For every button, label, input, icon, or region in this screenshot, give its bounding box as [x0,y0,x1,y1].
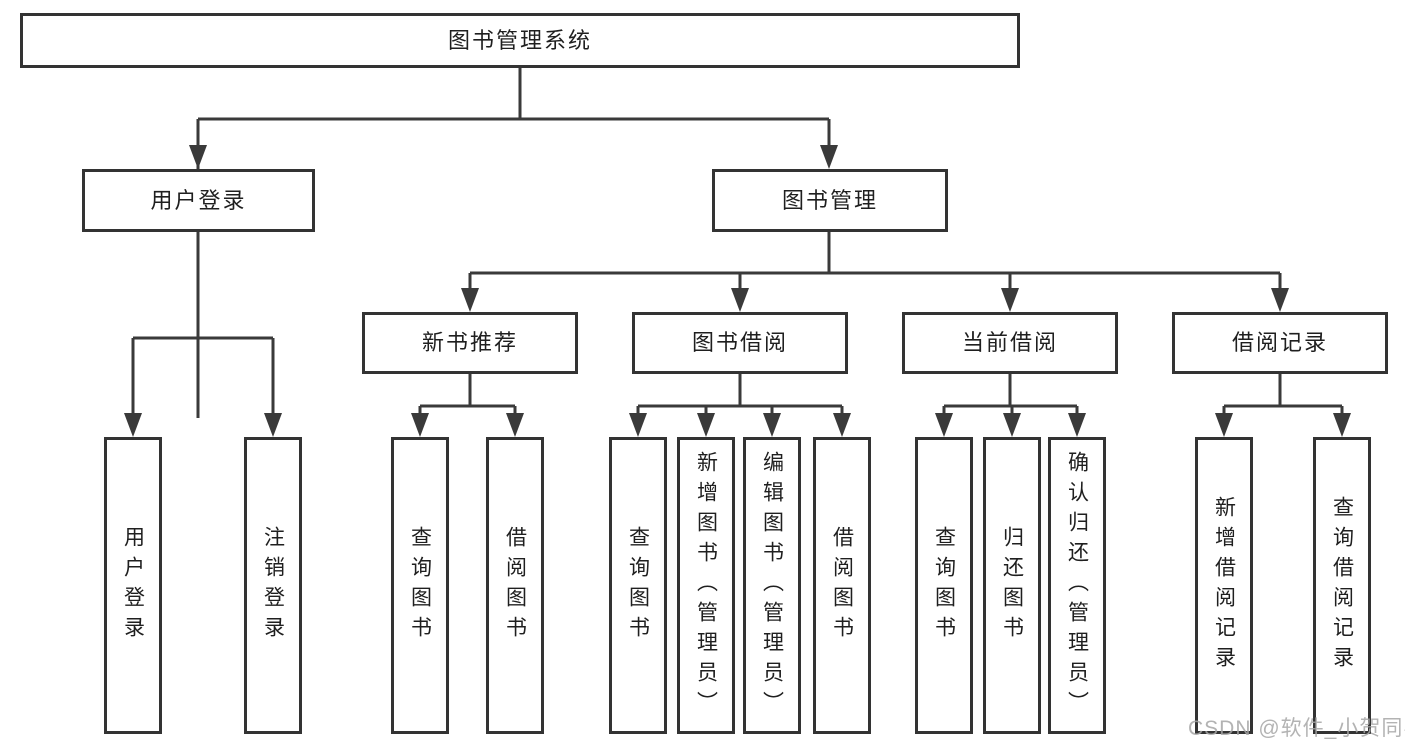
node-user-login: 用户登录 [82,169,315,232]
leaf-borrow-edit-admin: 编辑图书（管理员） [743,437,801,734]
connector-userlogin-to-leaves [124,232,282,437]
leaf-records-add: 新增借阅记录 [1195,437,1253,734]
connector-newbook-to-leaves [411,374,524,437]
leaf-logout: 注销登录 [244,437,302,734]
connector-root-to-level2 [189,68,838,418]
connector-bookborrow-to-leaves [629,374,851,437]
leaf-user-login: 用户登录 [104,437,162,734]
leaf-current-confirm-admin: 确认归还（管理员） [1048,437,1106,734]
leaf-current-return: 归还图书 [983,437,1041,734]
leaf-newbook-query: 查询图书 [391,437,449,734]
csdn-watermark: CSDN @软件_小贺同学 [1188,717,1405,740]
connector-borrowrecords-to-leaves [1215,374,1351,437]
leaf-borrow-add-admin: 新增图书（管理员） [677,437,735,734]
leaf-newbook-borrow: 借阅图书 [486,437,544,734]
node-borrow-records: 借阅记录 [1172,312,1388,374]
connector-bookmgmt-to-level3 [461,232,1289,312]
node-current-borrow: 当前借阅 [902,312,1118,374]
node-book-management: 图书管理 [712,169,948,232]
node-new-book-recommend: 新书推荐 [362,312,578,374]
leaf-borrow-query: 查询图书 [609,437,667,734]
node-book-borrow: 图书借阅 [632,312,848,374]
connector-currentborrow-to-leaves [935,374,1086,437]
leaf-records-query: 查询借阅记录 [1313,437,1371,734]
node-library-system: 图书管理系统 [20,13,1020,68]
leaf-borrow-borrow: 借阅图书 [813,437,871,734]
leaf-current-query: 查询图书 [915,437,973,734]
